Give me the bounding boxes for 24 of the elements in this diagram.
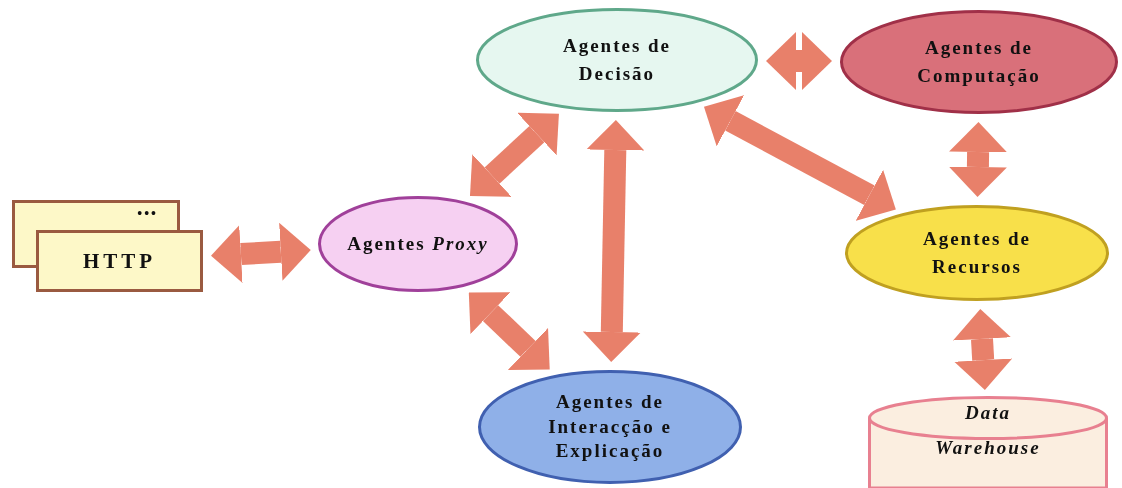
page-box xyxy=(36,230,203,292)
node-label: HTTP xyxy=(82,247,157,275)
agent-ellipse xyxy=(840,10,1118,114)
double-arrow xyxy=(953,308,1013,391)
node-label: Agentes de Interacção e Explicação xyxy=(547,389,673,464)
agent-ellipse xyxy=(318,196,518,292)
agent-ellipse xyxy=(845,205,1109,301)
node-label: Agentes de Decisão xyxy=(561,34,673,86)
double-arrow xyxy=(703,95,896,221)
node-label: Warehouse xyxy=(935,436,1041,460)
double-arrow xyxy=(582,120,645,362)
node-label: Agentes de Computação xyxy=(916,36,1042,88)
agent-ellipse xyxy=(478,370,742,484)
double-arrow xyxy=(766,32,832,90)
database-cylinder xyxy=(868,396,1108,488)
double-arrow xyxy=(468,292,550,370)
node-label: Agentes Proxy xyxy=(347,232,489,257)
double-arrow xyxy=(210,222,311,284)
double-arrow xyxy=(948,122,1008,197)
node-label: ••• xyxy=(137,205,158,223)
node-label: Data xyxy=(965,402,1011,425)
double-arrow xyxy=(469,112,559,197)
node-label: Agentes de Recursos xyxy=(921,227,1033,279)
agent-ellipse xyxy=(476,8,758,112)
